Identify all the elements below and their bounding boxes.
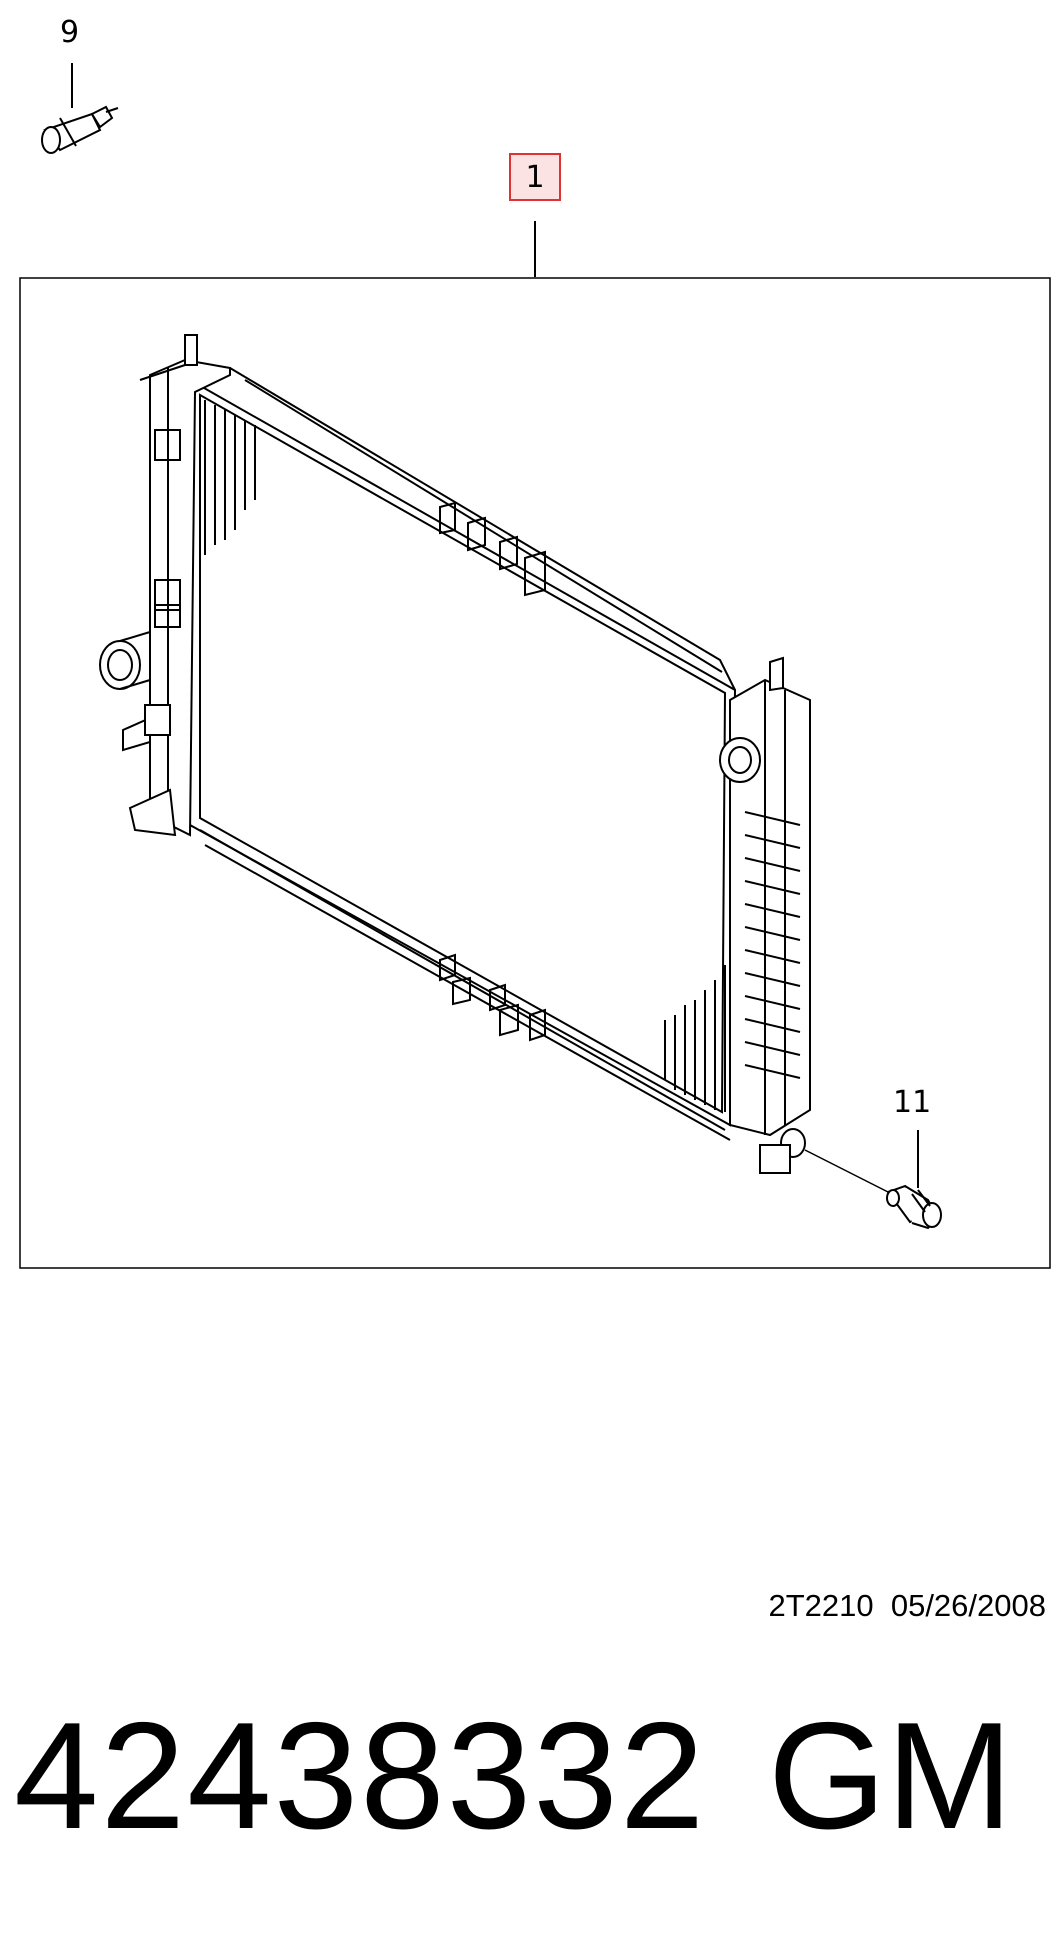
part-number: 42438332	[14, 1691, 707, 1861]
callout-box-1[interactable]: 1	[509, 153, 561, 201]
callout-label-11: 11	[893, 1085, 932, 1120]
radiator-illustration	[99, 334, 811, 1174]
callout-11-leader	[804, 1149, 889, 1193]
callout-label-1: 1	[525, 159, 545, 195]
callout-label-9: 9	[60, 15, 80, 50]
diagram-code-date: 2T2210 05/26/2008	[768, 1588, 1046, 1623]
brand-label: GM	[768, 1691, 1013, 1861]
temperature-sensor-icon	[41, 63, 119, 154]
drain-plug-icon	[886, 1184, 942, 1230]
assembly-frame	[19, 277, 1051, 1269]
